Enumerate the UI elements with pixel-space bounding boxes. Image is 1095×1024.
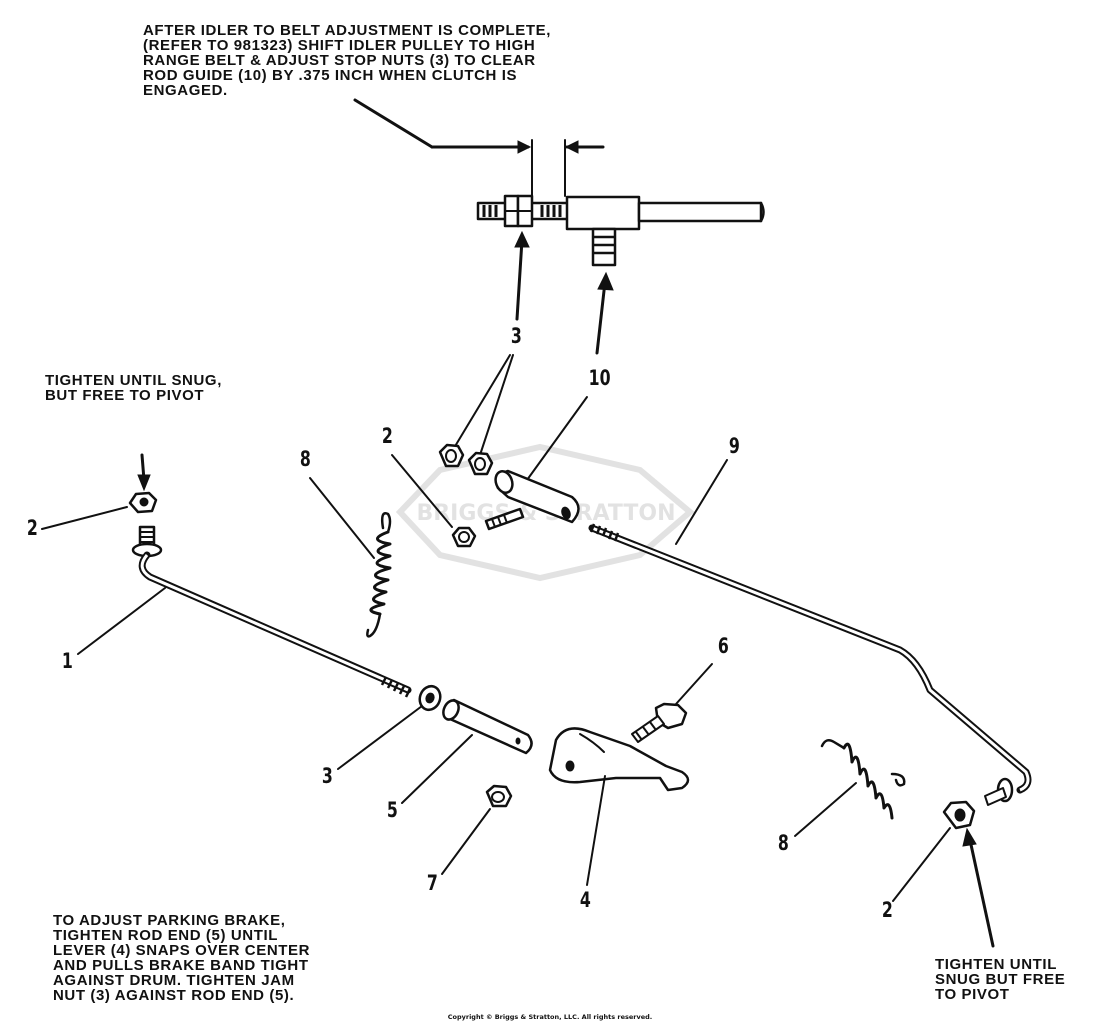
note-line: NUT (3) AGAINST ROD END (5).	[53, 987, 295, 1004]
note-parking-brake: TO ADJUST PARKING BRAKE, TIGHTEN ROD END…	[53, 913, 310, 1003]
callout-2-left: 2	[26, 516, 38, 540]
rod-1	[138, 551, 412, 698]
callout-8-right: 8	[777, 831, 789, 855]
callout-3-low: 3	[321, 764, 333, 788]
note-line: TIGHTEN UNTIL SNUG,	[45, 372, 222, 389]
callout-9: 9	[728, 434, 740, 458]
top-leaders	[391, 230, 728, 545]
note-line: AGAINST DRUM. TIGHTEN JAM	[53, 972, 295, 989]
nut-2-mid	[451, 526, 477, 548]
nut-7	[485, 784, 513, 808]
lever-4	[548, 727, 690, 792]
jam-nut-3	[418, 684, 442, 712]
note-line: TIGHTEN ROD END (5) UNTIL	[53, 927, 278, 944]
note-tighten-snug-left: TIGHTEN UNTIL SNUG, BUT FREE TO PIVOT	[45, 373, 222, 403]
top-detail-assembly	[353, 98, 765, 267]
note-idler-adjustment: AFTER IDLER TO BELT ADJUSTMENT IS COMPLE…	[143, 23, 551, 98]
nut-pair-3	[438, 443, 494, 476]
spring-8-right	[820, 738, 906, 820]
callout-1: 1	[61, 649, 73, 673]
note-tighten-snug-right: TIGHTEN UNTIL SNUG BUT FREE TO PIVOT	[935, 957, 1065, 1002]
callout-8-left: 8	[299, 447, 311, 471]
callout-5: 5	[386, 798, 398, 822]
note-line: AND PULLS BRAKE BAND TIGHT	[53, 957, 309, 974]
note-line: AFTER IDLER TO BELT ADJUSTMENT IS COMPLE…	[143, 22, 552, 39]
callout-6: 6	[717, 634, 729, 658]
spring-8-left	[366, 512, 392, 638]
note-line: TO PIVOT	[935, 986, 1010, 1003]
bolt-6	[631, 702, 688, 743]
pivot-bolt-left	[128, 453, 163, 558]
note-line: LEVER (4) SNAPS OVER CENTER	[53, 942, 311, 959]
callout-7: 7	[426, 871, 438, 895]
rod-guide-10	[484, 469, 580, 531]
note-line: TIGHTEN UNTIL	[935, 956, 1057, 973]
note-line: RANGE BELT & ADJUST STOP NUTS (3) TO CLE…	[143, 52, 536, 69]
nut-2-right	[942, 800, 976, 830]
note-line: (REFER TO 981323) SHIFT IDLER PULLEY TO …	[143, 37, 536, 54]
note-line: TO ADJUST PARKING BRAKE,	[53, 912, 286, 929]
note-line: SNUG BUT FREE	[935, 971, 1066, 988]
rod-end-5	[442, 698, 533, 755]
callout-10: 10	[588, 366, 611, 390]
callout-4: 4	[579, 888, 591, 912]
note-line: BUT FREE TO PIVOT	[45, 387, 205, 404]
callout-3-top: 3	[510, 324, 522, 348]
note-line: ENGAGED.	[143, 82, 228, 99]
note-line: ROD GUIDE (10) BY .375 INCH WHEN CLUTCH …	[143, 67, 518, 84]
copyright-notice: Copyright © Briggs & Stratton, LLC. All …	[447, 1013, 653, 1021]
callout-2-right: 2	[881, 898, 893, 922]
callout-leaders	[41, 477, 995, 948]
callout-2-mid: 2	[381, 424, 393, 448]
rod-9	[588, 523, 1032, 806]
